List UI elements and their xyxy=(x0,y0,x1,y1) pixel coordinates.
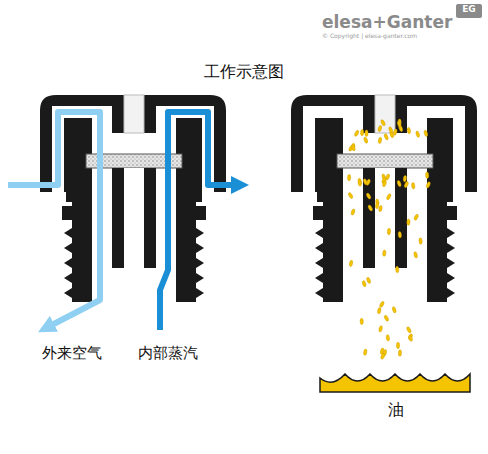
vapour-arrow xyxy=(160,112,240,330)
flow-label: 内部蒸汽 xyxy=(138,344,198,362)
copyright-watermark: © Copyright | elesa-ganter.com xyxy=(322,32,417,39)
logo-badge xyxy=(456,4,482,18)
outside-air-arrow xyxy=(8,112,100,328)
right-breather xyxy=(291,95,477,360)
oil-droplets xyxy=(347,119,431,360)
flow-label: 外来空气 xyxy=(42,344,102,362)
logo-text: elesa+Ganter xyxy=(322,12,452,32)
medium-label: 油 xyxy=(388,400,404,419)
logo-badge-text: EG xyxy=(462,4,476,15)
diagram-title: 工作示意图 xyxy=(204,62,284,81)
left-breather xyxy=(8,95,240,330)
oil-surface xyxy=(320,374,470,392)
